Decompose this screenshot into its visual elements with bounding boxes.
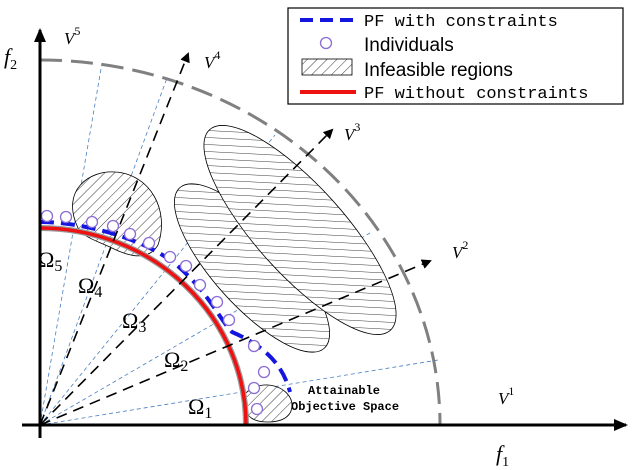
y-axis-label: f2: [4, 44, 17, 73]
svg-text:PF without constraints: PF without constraints: [364, 85, 588, 104]
legend-item-pf-with-constraints: PF with constraints: [300, 13, 558, 32]
vector-label-3: V3: [344, 120, 360, 144]
attainable-space-boundary: [39, 58, 442, 426]
infeasible-region-3: [203, 125, 397, 335]
legend: PF with constraints Individuals Infeasib…: [287, 7, 624, 105]
legend-box: [287, 7, 624, 105]
vector-label-2: V2: [452, 238, 468, 262]
region-label-4: Ω4: [78, 273, 102, 301]
svg-text:Infeasible regions: Infeasible regions: [364, 60, 513, 81]
attainable-label-line1: Attainable: [308, 384, 380, 398]
svg-text:Individuals: Individuals: [364, 35, 454, 56]
pf-with-constraints: [39, 220, 292, 393]
region-label-2: Ω2: [164, 347, 188, 375]
infeasible-regions: [72, 125, 397, 423]
x-axis-label: f1: [496, 441, 509, 470]
vector-label-4: V4: [204, 48, 220, 72]
vector-label-5: V5: [64, 24, 80, 48]
reference-vector-1: [39, 259, 432, 426]
legend-item-individuals: Individuals: [319, 35, 454, 56]
region-label-1: Ω1: [188, 394, 212, 422]
attainable-label-line2: Objective Space: [291, 400, 399, 414]
pf-without-constraints: [39, 226, 248, 426]
reference-vector-2: [39, 128, 334, 426]
vector-label-1: V1: [498, 384, 514, 408]
reference-vector-3: [39, 52, 190, 426]
reference-vectors: [39, 52, 432, 426]
legend-item-infeasible: Infeasible regions: [301, 58, 513, 81]
individuals: [40, 209, 271, 416]
region-label-5: Ω5: [38, 247, 62, 275]
legend-item-pf-without-constraints: PF without constraints: [300, 85, 588, 104]
region-label-3: Ω3: [122, 308, 146, 336]
svg-text:PF with constraints: PF with constraints: [364, 13, 558, 32]
